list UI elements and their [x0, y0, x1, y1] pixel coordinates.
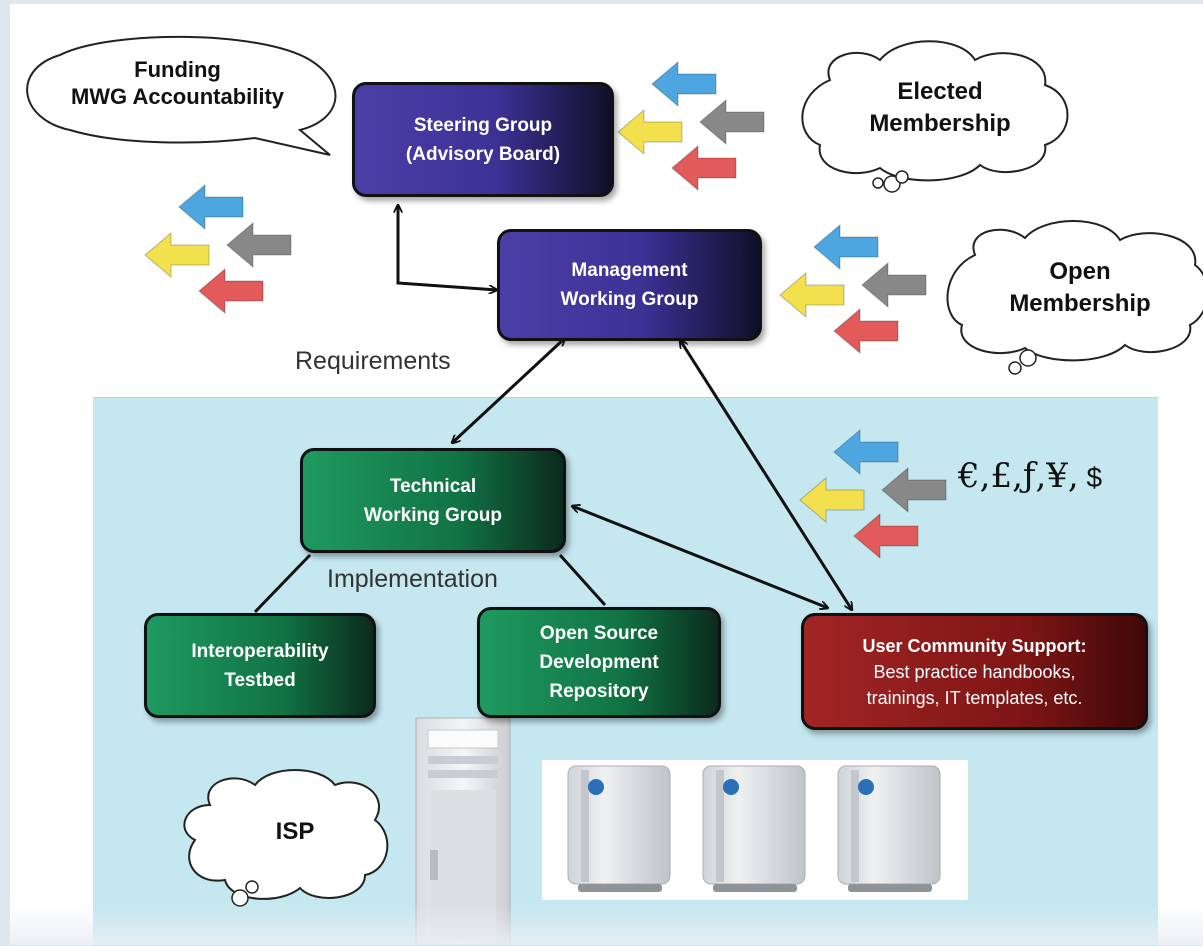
- cluster-3-arrow-1-icon: [813, 223, 879, 271]
- cluster-3-arrow-3-icon: [779, 271, 845, 319]
- technical-group-line2: Working Group: [364, 504, 502, 526]
- elected-membership-text: Elected Membership: [845, 76, 1035, 140]
- open-source-repository-box: Open Source Development Repository: [477, 607, 721, 718]
- user-support-line3: trainings, IT templates, etc.: [866, 687, 1083, 708]
- speech-line1: Funding: [134, 57, 221, 82]
- technical-group-line1: Technical: [389, 475, 477, 497]
- cloud-open: [946, 220, 1203, 362]
- speech-line2: MWG Accountability: [70, 84, 285, 109]
- cluster-4-arrow-1-icon: [833, 428, 899, 476]
- cluster-1-arrow-2-icon: [699, 98, 765, 146]
- currency-symbols: €,£,ƒ,¥, $: [958, 456, 1102, 496]
- cluster-3-arrow-4-icon: [833, 307, 899, 355]
- currency-dollar: $: [1078, 462, 1103, 493]
- currency-main: €,£,ƒ,¥,: [958, 456, 1079, 496]
- management-group-line1: Management: [571, 260, 688, 281]
- storage-drive-2: [702, 765, 806, 892]
- open-membership-text: Open Membership: [985, 256, 1175, 320]
- open-line1: Open: [1049, 258, 1111, 285]
- speech-bubble-text: Funding MWG Accountability: [30, 56, 325, 110]
- cluster-2-arrow-3-icon: [144, 231, 210, 279]
- management-working-group-box: Management Working Group: [497, 229, 762, 341]
- open-source-line3: Repository: [549, 681, 649, 702]
- elected-line1: Elected: [897, 78, 983, 105]
- user-support-title: User Community Support:: [862, 635, 1087, 656]
- cloud-isp: [183, 769, 389, 900]
- technical-working-group-box: Technical Working Group: [300, 448, 566, 553]
- cluster-4-arrow-2-icon: [881, 466, 947, 514]
- interoperability-line1: Interoperability: [191, 640, 329, 662]
- cluster-3-arrow-2-icon: [861, 261, 927, 309]
- interoperability-testbed-box: Interoperability Testbed: [144, 613, 376, 718]
- cluster-2-arrow-4-icon: [198, 267, 264, 315]
- steering-group-line2: (Advisory Board): [405, 143, 561, 165]
- isp-line1: ISP: [275, 818, 315, 845]
- cluster-1-arrow-4-icon: [671, 144, 737, 192]
- cluster-4-arrow-4-icon: [853, 512, 919, 560]
- interoperability-line2: Testbed: [224, 669, 296, 691]
- storage-drive-1: [567, 765, 671, 892]
- user-support-line2: Best practice handbooks,: [873, 661, 1076, 682]
- open-line2: Membership: [1009, 290, 1151, 317]
- speech-bubble: [26, 35, 337, 156]
- cluster-2-arrow-2-icon: [226, 221, 292, 269]
- management-group-line2: Working Group: [560, 289, 699, 310]
- cluster-2-arrow-1-icon: [178, 183, 244, 231]
- steering-group-line1: Steering Group: [413, 114, 553, 136]
- elected-line2: Membership: [869, 110, 1011, 137]
- bottom-fade: [10, 905, 1203, 945]
- cluster-1-arrow-1-icon: [651, 60, 717, 108]
- isp-text: ISP: [240, 818, 350, 845]
- requirements-label: Requirements: [295, 347, 451, 375]
- storage-drive-3: [837, 765, 941, 892]
- user-community-support-box: User Community Support: Best practice ha…: [801, 613, 1148, 730]
- cluster-4-arrow-3-icon: [799, 476, 865, 524]
- cloud-elected: [801, 40, 1069, 182]
- cluster-1-arrow-3-icon: [617, 108, 683, 156]
- open-source-line1: Open Source: [539, 623, 659, 644]
- implementation-label: Implementation: [327, 565, 498, 593]
- open-source-line2: Development: [539, 652, 659, 673]
- steering-group-box: Steering Group (Advisory Board): [352, 82, 614, 197]
